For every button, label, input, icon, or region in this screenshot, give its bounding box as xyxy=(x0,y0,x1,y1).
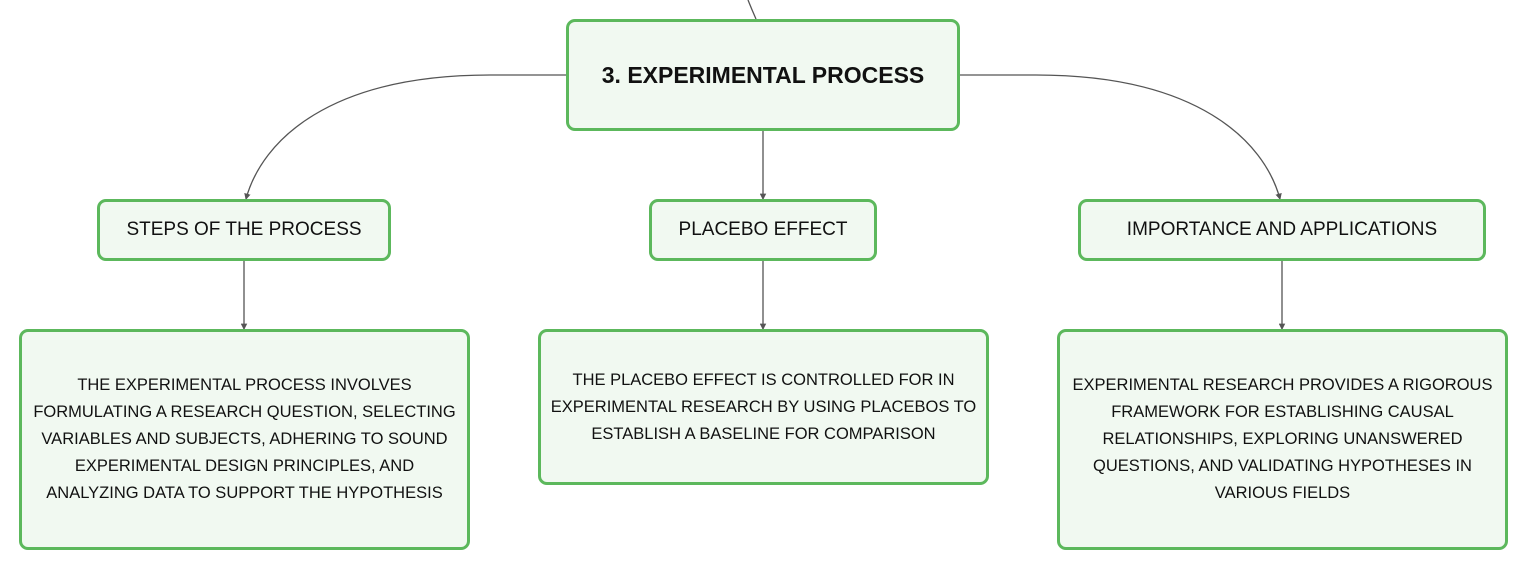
branch-node-label: PLACEBO EFFECT xyxy=(678,219,848,240)
branch-node-placebo-effect[interactable]: PLACEBO EFFECT xyxy=(649,199,877,261)
connector-parent-to-root xyxy=(747,0,757,20)
root-node-label: 3. EXPERIMENTAL PROCESS xyxy=(601,61,925,88)
detail-node-text: THE PLACEBO EFFECT IS CONTROLLED FOR IN … xyxy=(550,370,977,443)
root-node[interactable]: 3. EXPERIMENTAL PROCESS xyxy=(566,19,960,131)
branch-node-importance-and-applications[interactable]: IMPORTANCE AND APPLICATIONS xyxy=(1078,199,1486,261)
connector-root-to-steps xyxy=(244,74,566,201)
detail-node-steps[interactable]: THE EXPERIMENTAL PROCESS INVOLVES FORMUL… xyxy=(19,329,470,550)
connector-root-to-importance xyxy=(960,74,1282,201)
detail-node-importance[interactable]: EXPERIMENTAL RESEARCH PROVIDES A RIGOROU… xyxy=(1057,329,1508,550)
branch-node-steps-of-the-process[interactable]: STEPS OF THE PROCESS xyxy=(97,199,391,261)
branch-node-label: IMPORTANCE AND APPLICATIONS xyxy=(1126,219,1438,240)
detail-node-placebo[interactable]: THE PLACEBO EFFECT IS CONTROLLED FOR IN … xyxy=(538,329,989,485)
branch-node-label: STEPS OF THE PROCESS xyxy=(126,219,362,240)
detail-node-text: EXPERIMENTAL RESEARCH PROVIDES A RIGOROU… xyxy=(1072,376,1493,502)
detail-node-text: THE EXPERIMENTAL PROCESS INVOLVES FORMUL… xyxy=(33,376,456,502)
